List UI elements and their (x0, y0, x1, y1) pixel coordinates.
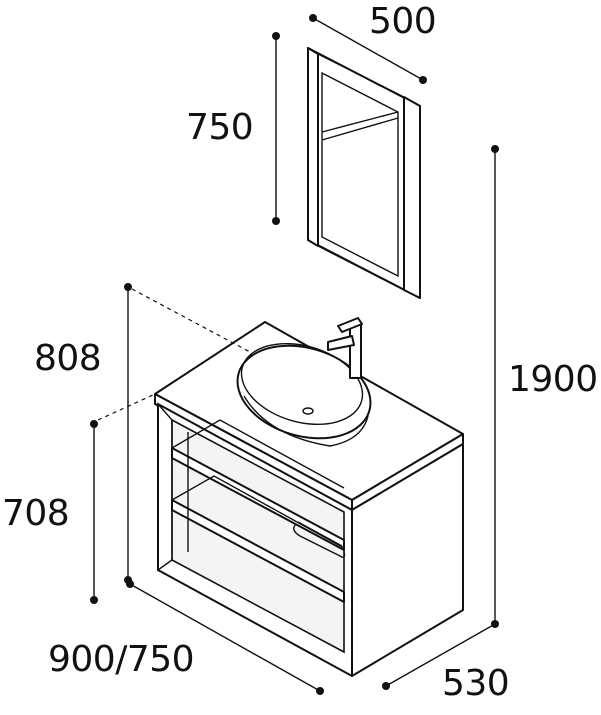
total-height-label: 1900 (508, 359, 598, 400)
mirror (307, 47, 421, 299)
mirror-width-label: 500 (369, 1, 437, 42)
cabinet-depth-label: 530 (442, 663, 510, 704)
cabinet-width-label: 900/750 (48, 639, 195, 680)
dimension-lines (90, 14, 499, 695)
faucet (327, 317, 363, 379)
cabinet-height-label: 708 (2, 493, 70, 534)
counter-height-label: 808 (34, 338, 102, 379)
mirror-height-label: 750 (186, 107, 254, 148)
vessel-basin (236, 342, 372, 447)
